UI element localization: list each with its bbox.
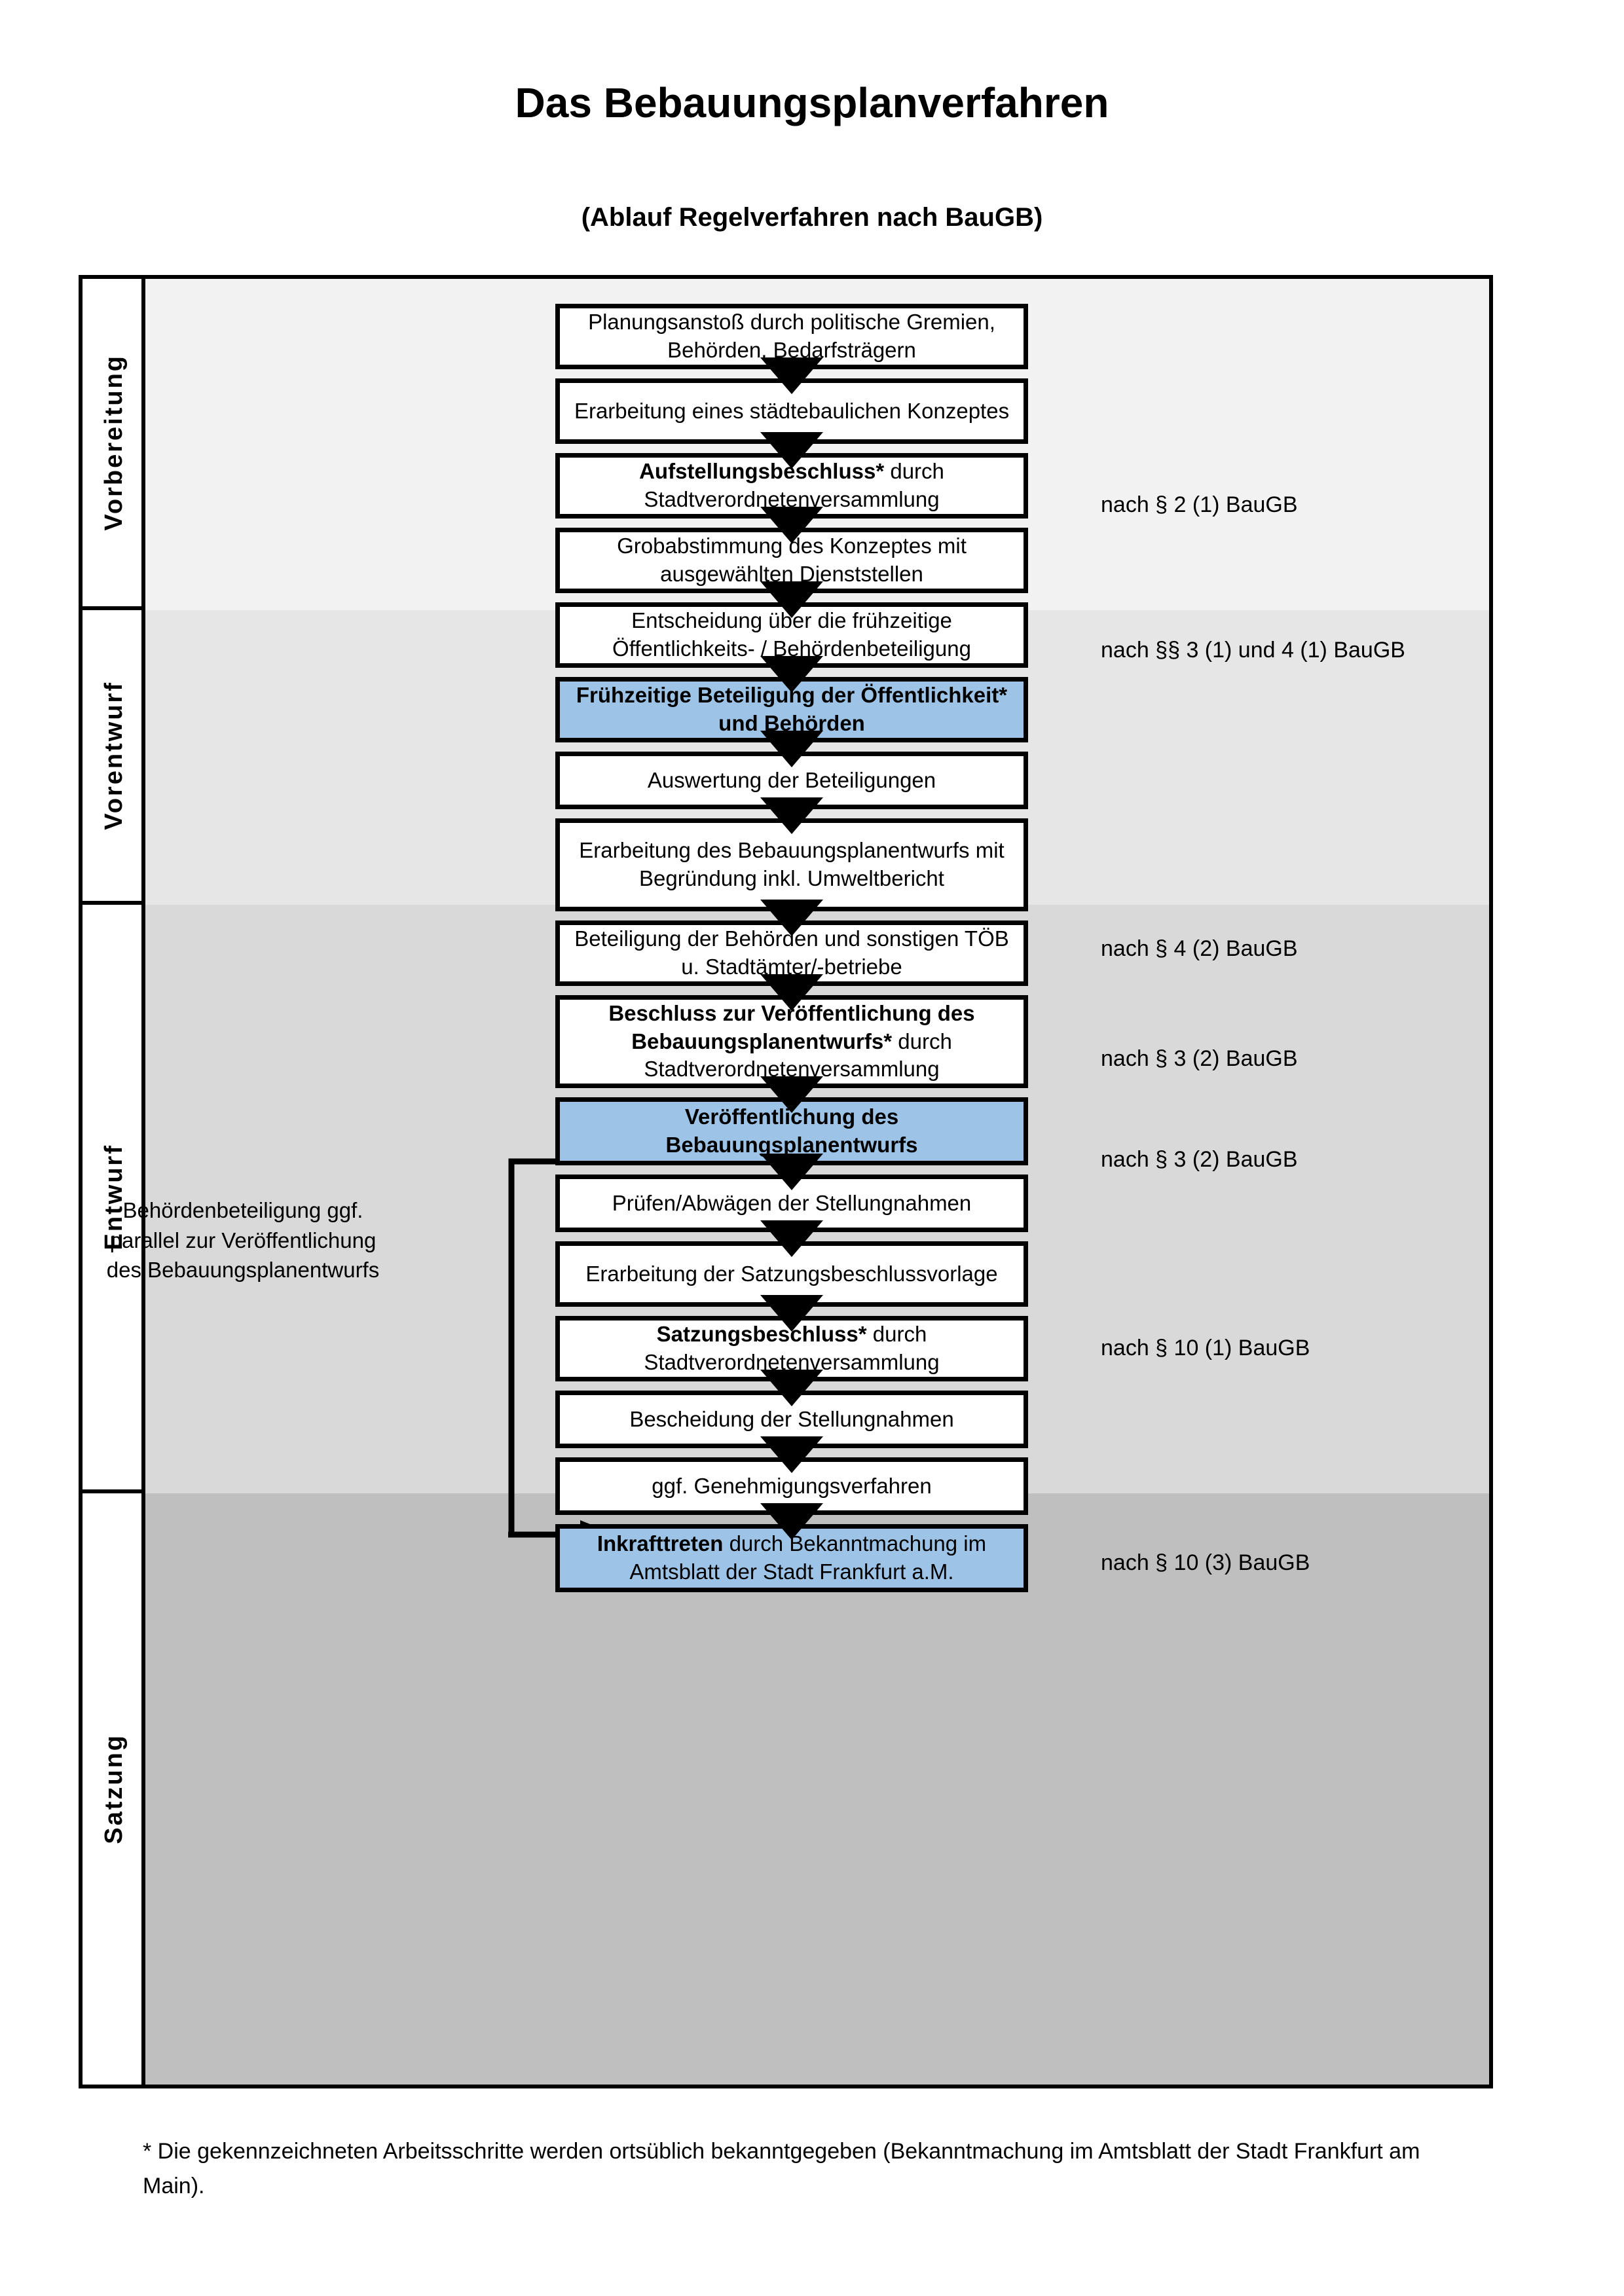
flow-box-text: Satzungsbeschluss* durch Stadtverordnete… [566,1321,1017,1377]
annotation-par10-3: nach § 10 (3) BauGB [1101,1550,1310,1575]
phase-label-satzung: Satzung [83,1493,145,2085]
flow-arrow-6 [760,731,823,767]
flow-arrow-3 [760,507,823,543]
annotation-par3-1-4-1: nach §§ 3 (1) und 4 (1) BauGB [1101,638,1405,663]
flow-arrow-12 [760,1220,823,1257]
flow-box-text: ggf. Genehmigungsverfahren [652,1473,932,1498]
flow-box-bold: Inkrafttreten [597,1531,724,1556]
side-note-parallel: Behördenbeteiligung ggf. parallel zur Ve… [106,1198,380,1283]
flow-box-text: Prüfen/Abwägen der Stellungnahmen [612,1190,972,1215]
flow-arrow-8 [760,900,823,936]
flow-arrow-7 [760,797,823,834]
flow-arrow-15 [760,1436,823,1473]
flow-arrow-11 [760,1154,823,1190]
annotation-par10-1: nach § 10 (1) BauGB [1101,1336,1310,1360]
flow-box-text: Auswertung der Beteiligungen [647,767,936,792]
phase-label-column: Vorbereitung Vorentwurf Entwurf Satzung [83,279,145,2085]
flow-arrow-10 [760,1076,823,1113]
flow-box-text: Bescheidung der Stellungnahmen [629,1406,954,1431]
annotation-par3-2-a: nach § 3 (2) BauGB [1101,1046,1298,1071]
phase-label-entwurf: Entwurf [83,905,145,1493]
flowchart-frame: Vorbereitung Vorentwurf Entwurf Satzung … [79,275,1493,2088]
flow-arrow-13 [760,1295,823,1332]
flow-box-text: Veröffentlichung des Bebauungsplanentwur… [566,1103,1017,1159]
flow-box-text: Erarbeitung des Bebauungsplanentwurfs mi… [579,838,1005,890]
flow-box-text: Planungsanstoß durch politische Gremien,… [588,310,995,362]
phase-label-vorbereitung: Vorbereitung [83,279,145,610]
phase-label-text: Vorbereitung [100,354,128,531]
page-subtitle: (Ablauf Regelverfahren nach BauGB) [581,203,1043,232]
flow-box-text: Beschluss zur Veröffentlichung des Bebau… [566,1000,1017,1084]
flow-box-text: Erarbeitung der Satzungsbeschlussvorlage [585,1261,998,1286]
flow-arrow-5 [760,656,823,693]
page-title: Das Bebauungsplanverfahren [515,79,1109,126]
phase-label-vorentwurf: Vorentwurf [83,610,145,905]
flow-arrow-2 [760,432,823,469]
flow-arrow-16 [760,1503,823,1540]
flow-arrow-1 [760,357,823,394]
flow-box-text: Entscheidung über die frühzeitige Öffent… [612,608,971,661]
flow-arrow-14 [760,1370,823,1406]
annotation-par4-2: nach § 4 (2) BauGB [1101,936,1298,961]
flow-box-bold: Veröffentlichung des Bebauungsplanentwur… [665,1104,918,1157]
phase-label-text: Vorentwurf [100,681,128,830]
flow-arrow-9 [760,974,823,1011]
phase-label-text: Satzung [100,1734,128,1844]
annotation-par2: nach § 2 (1) BauGB [1101,492,1298,517]
flow-box-rest: durch Stadtverordnetenversammlung [644,1029,952,1082]
footnote: * Die gekennzeichneten Arbeitsschritte w… [143,2139,1420,2198]
flow-box-text: Erarbeitung eines städtebaulichen Konzep… [574,398,1010,423]
flow-arrow-4 [760,581,823,618]
annotation-par3-2-b: nach § 3 (2) BauGB [1101,1147,1298,1172]
